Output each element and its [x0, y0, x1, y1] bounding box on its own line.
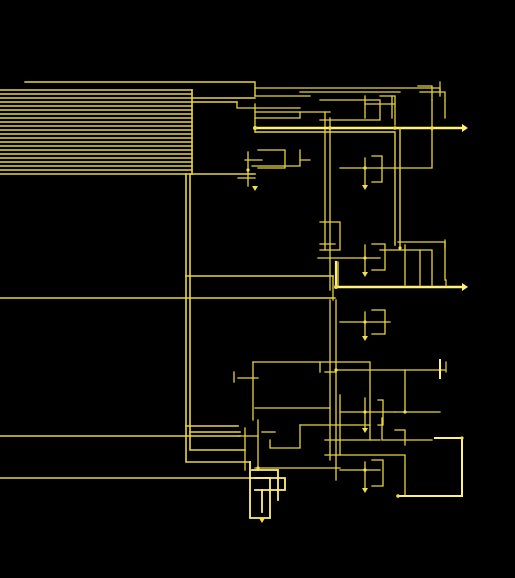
- wire: [417, 85, 433, 101]
- wire: [236, 101, 301, 109]
- arrow-down-icon: [259, 518, 265, 523]
- junction-dot-icon: [396, 494, 400, 498]
- wire: [185, 173, 251, 463]
- arrow-down-icon: [362, 185, 368, 190]
- wire: [379, 95, 396, 126]
- wire: [324, 454, 406, 496]
- lower-logic-block: [233, 299, 446, 496]
- terminal-stubs: [299, 81, 447, 373]
- wire: [254, 131, 396, 246]
- junction-dot-icon: [393, 126, 397, 130]
- junction-dot-icon: [253, 126, 257, 130]
- junction-dot-icon: [246, 168, 250, 172]
- top-rail: [253, 124, 468, 249]
- wire: [254, 477, 286, 491]
- junction-dot-icon: [363, 468, 367, 472]
- input-bus: [0, 81, 336, 479]
- junction-dot-icon: [328, 126, 332, 130]
- wire: [252, 361, 371, 441]
- wire: [189, 173, 246, 451]
- wire: [394, 429, 406, 446]
- junction-dot-icon: [363, 410, 367, 414]
- wire: [254, 111, 301, 119]
- wire: [371, 155, 383, 183]
- junction-dot-icon: [363, 166, 367, 170]
- bus-spine: [185, 89, 334, 463]
- junction-dot-icon: [256, 466, 260, 470]
- wire: [371, 309, 386, 335]
- arrow-down-icon: [252, 186, 258, 191]
- wire: [251, 469, 279, 501]
- wire: [251, 149, 301, 167]
- junctions: [246, 126, 464, 498]
- junction-dot-icon: [430, 126, 434, 130]
- junction-dot-icon: [334, 368, 338, 372]
- arrow-down-icon: [362, 272, 368, 277]
- arrow-right-icon: [462, 124, 468, 132]
- junction-dot-icon: [403, 410, 407, 414]
- junction-dot-icon: [398, 246, 402, 250]
- wire: [381, 417, 433, 441]
- wire: [269, 424, 301, 449]
- junction-dot-icon: [363, 256, 367, 260]
- arrow-down-icon: [362, 428, 368, 433]
- wire: [24, 81, 256, 97]
- wire: [397, 437, 463, 497]
- junction-dot-icon: [460, 436, 464, 440]
- wire: [379, 249, 433, 286]
- wire: [371, 459, 384, 487]
- junction-dot-icon: [363, 320, 367, 324]
- middle-rail: [334, 260, 468, 291]
- wire: [257, 149, 286, 169]
- arrow-down-icon: [362, 488, 368, 493]
- middle-logic-block: [317, 221, 446, 337]
- bottom-rail: [397, 359, 463, 497]
- wire: [379, 129, 433, 169]
- junction-dot-icon: [334, 285, 338, 289]
- wire: [419, 91, 446, 119]
- wire: [319, 99, 381, 121]
- arrow-down-icon: [362, 336, 368, 341]
- wire: [371, 243, 386, 271]
- output-stage: [249, 461, 286, 519]
- signal-arrows: [252, 185, 368, 523]
- arrow-right-icon: [462, 283, 468, 291]
